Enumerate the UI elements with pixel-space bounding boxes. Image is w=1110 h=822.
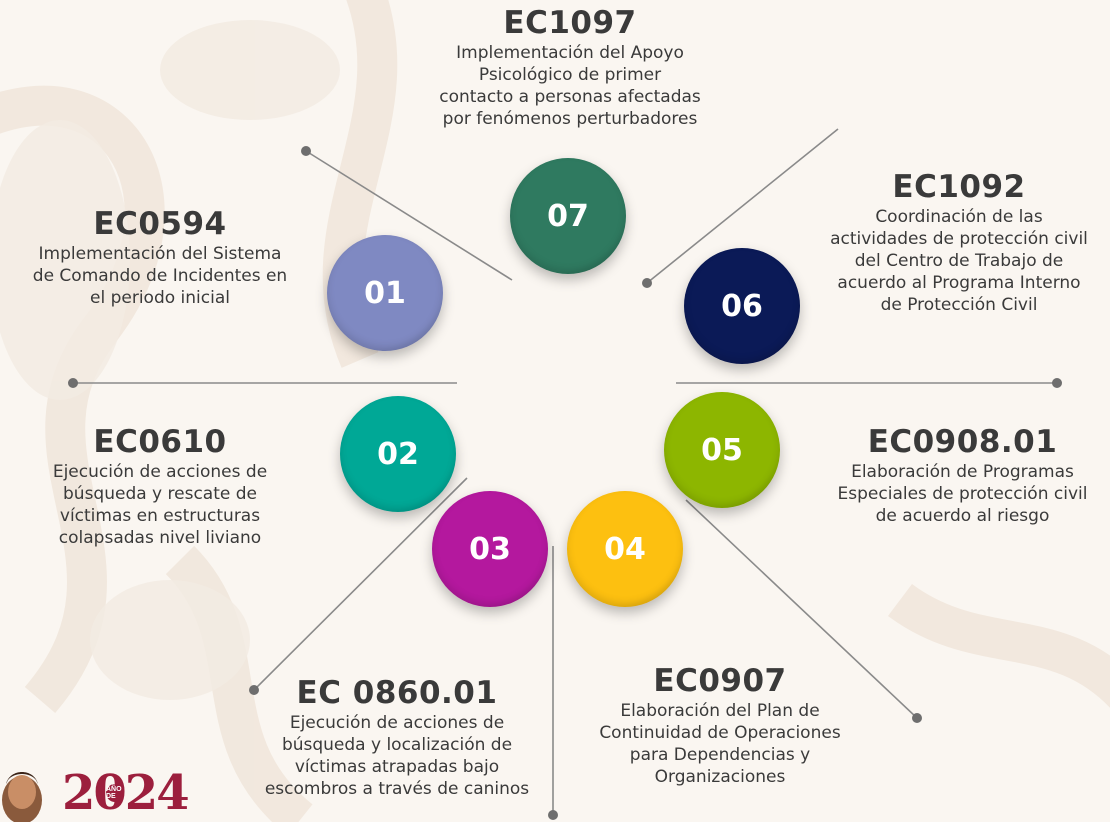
circle-number: 04 [604,531,646,567]
desc-line: de Protección Civil [880,295,1038,316]
logo-year: 2024 [62,765,190,821]
circle-05: 05 [664,392,780,508]
desc-05: Elaboración de Programas Especiales de p… [815,461,1110,527]
connector-line-03 [253,477,468,691]
connector-line-04b [685,499,918,719]
desc-line: Implementación del Apoyo [456,42,684,63]
code-04: EC0907 [653,663,787,699]
desc-line: víctimas atrapadas bajo [294,756,500,777]
label-03: EC 0860.01 Ejecución de acciones de búsq… [238,675,556,800]
desc-line: Implementación del Sistema [38,243,282,264]
portrait-logo-icon [2,772,42,822]
code-03: EC 0860.01 [296,675,498,711]
desc-line: Coordinación de las [875,206,1043,227]
circle-03: 03 [432,491,548,607]
connector-line-06 [646,128,839,284]
code-05: EC0908.01 [867,424,1058,460]
desc-line: el periodo inicial [90,287,230,308]
desc-line: víctimas en estructuras [59,505,261,526]
desc-line: por fenómenos perturbadores [442,108,698,129]
desc-06: Coordinación de las actividades de prote… [808,206,1110,316]
logo-small-text: AÑO DE [106,784,124,802]
desc-line: contacto a personas afectadas [439,86,701,107]
desc-line: Elaboración de Programas [851,461,1074,482]
circle-number: 06 [721,288,763,324]
connector-dot [548,810,558,820]
desc-07: Implementación del Apoyo Psicológico de … [390,42,750,130]
desc-line: Ejecución de acciones de [289,712,505,733]
label-04: EC0907 Elaboración del Plan de Continuid… [570,663,870,788]
circle-02: 02 [340,396,456,512]
circle-01: 01 [327,235,443,351]
desc-line: acuerdo al Programa Interno [837,272,1081,293]
label-01: EC0594 Implementación del Sistema de Com… [0,206,320,309]
circle-06: 06 [684,248,800,364]
circle-number: 02 [377,436,419,472]
code-01: EC0594 [93,206,227,242]
desc-line: de Comando de Incidentes en [32,265,288,286]
desc-line: Organizaciones [654,766,786,787]
connector-dot [301,146,311,156]
code-02: EC0610 [93,424,227,460]
label-06: EC1092 Coordinación de las actividades d… [808,169,1110,316]
label-05: EC0908.01 Elaboración de Programas Espec… [815,424,1110,527]
code-06: EC1092 [892,169,1026,205]
desc-line: del Centro de Trabajo de [854,250,1064,271]
desc-line: Elaboración del Plan de [620,700,820,721]
desc-line: de acuerdo al riesgo [875,505,1050,526]
desc-03: Ejecución de acciones de búsqueda y loca… [238,712,556,800]
desc-line: Especiales de protección civil [837,483,1088,504]
desc-line: colapsadas nivel liviano [58,527,262,548]
circle-number: 03 [469,531,511,567]
desc-line: Continuidad de Operaciones [599,722,841,743]
circle-07: 07 [510,158,626,274]
connector-dot [642,278,652,288]
circle-number: 07 [547,198,589,234]
desc-line: actividades de protección civil [830,228,1088,249]
connector-dot [68,378,78,388]
desc-04: Elaboración del Plan de Continuidad de O… [570,700,870,788]
label-07: EC1097 Implementación del Apoyo Psicológ… [390,5,750,130]
connector-dot [912,713,922,723]
code-07: EC1097 [503,5,637,41]
desc-line: búsqueda y rescate de [63,483,257,504]
desc-01: Implementación del Sistema de Comando de… [0,243,320,309]
desc-line: Psicológico de primer [478,64,662,85]
circle-number: 05 [701,432,743,468]
desc-line: Ejecución de acciones de [52,461,268,482]
desc-02: Ejecución de acciones de búsqueda y resc… [20,461,300,549]
connector-line-07a [305,150,513,281]
desc-line: para Dependencias y [629,744,811,765]
connector-dot [1052,378,1062,388]
circle-number: 01 [364,275,406,311]
connector-dot [249,685,259,695]
label-02: EC0610 Ejecución de acciones de búsqueda… [20,424,300,549]
desc-line: escombros a través de caninos [264,778,530,799]
desc-line: búsqueda y localización de [281,734,513,755]
circle-04: 04 [567,491,683,607]
